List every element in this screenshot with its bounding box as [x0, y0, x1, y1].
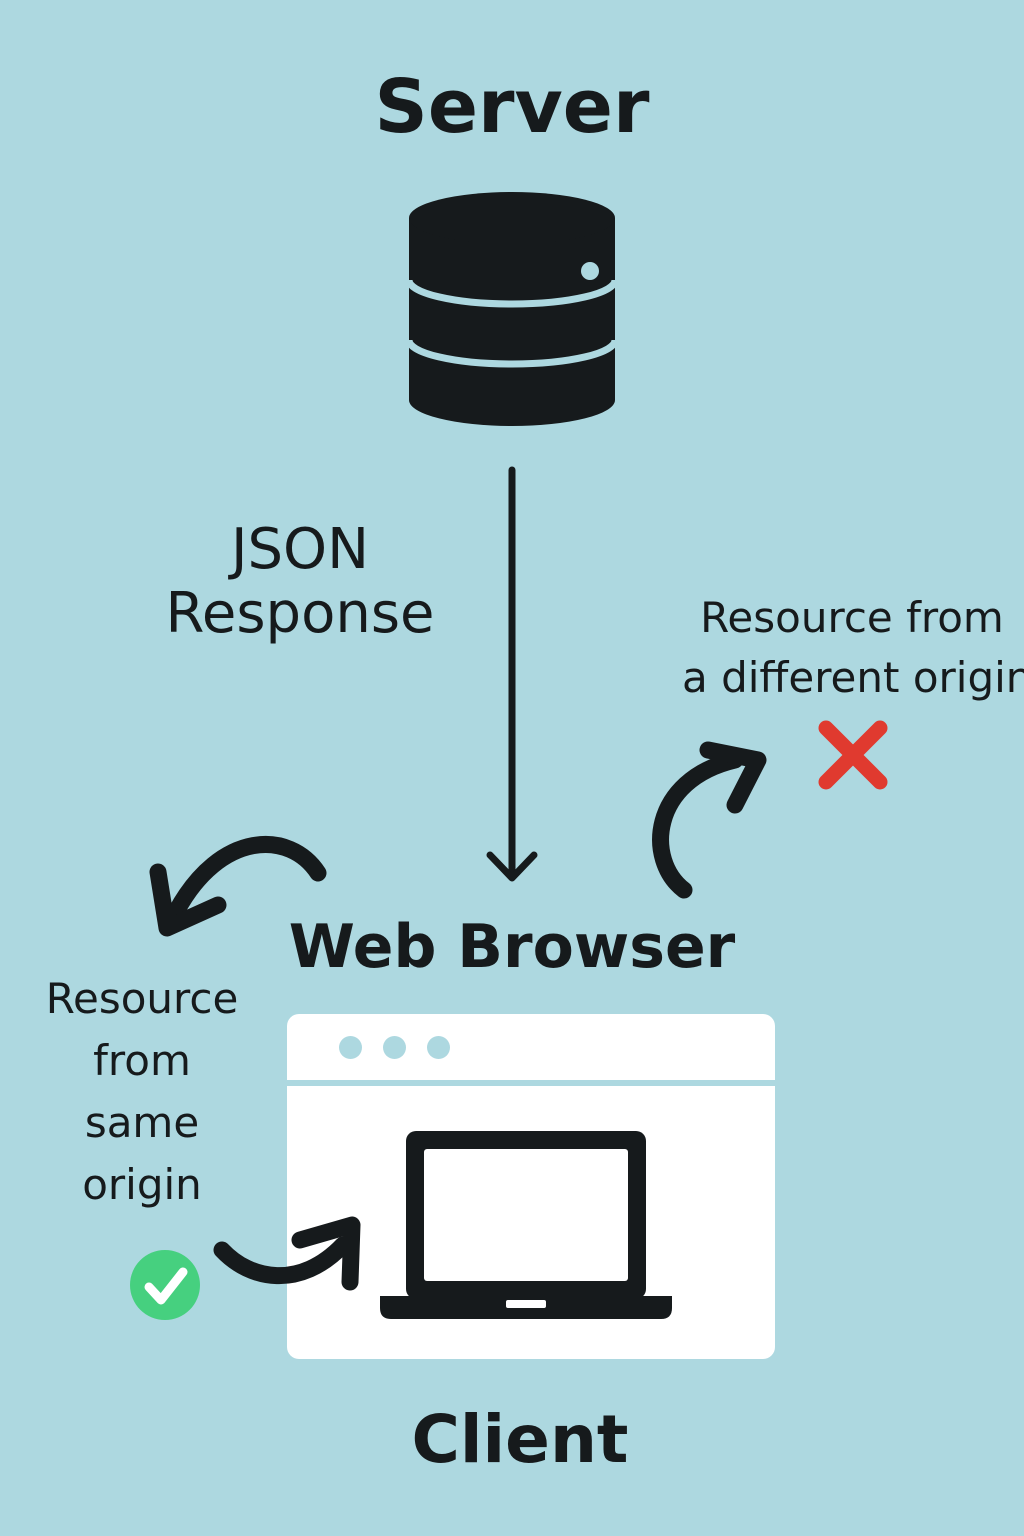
- server-title: Server: [374, 64, 650, 150]
- json-response-label: JSON Response: [150, 518, 450, 646]
- database-icon: [405, 192, 619, 426]
- response-arrow: [486, 466, 538, 882]
- json-response-line-1: JSON: [230, 517, 370, 582]
- browser-window: [287, 1014, 775, 1359]
- different-origin-label: Resource from a different origin: [682, 588, 1024, 708]
- laptop-icon: [380, 1131, 672, 1319]
- window-dot-3: [427, 1036, 450, 1059]
- different-origin-line-2: a different origin: [682, 653, 1024, 702]
- same-origin-arrow: [149, 836, 327, 937]
- different-origin-arrow: [652, 741, 767, 899]
- same-origin-line-4: origin: [82, 1160, 202, 1209]
- same-origin-line-2: from: [93, 1036, 191, 1085]
- different-origin-line-1: Resource from: [700, 593, 1004, 642]
- cross-icon: [818, 720, 888, 790]
- same-origin-line-3: same: [84, 1098, 200, 1147]
- json-response-line-2: Response: [165, 581, 435, 646]
- browser-toolbar: [287, 1014, 775, 1086]
- window-dot-1: [339, 1036, 362, 1059]
- same-origin-label: Resource from same origin: [22, 968, 262, 1216]
- browser-title: Web Browser: [288, 912, 736, 982]
- client-title: Client: [411, 1401, 629, 1478]
- same-origin-line-1: Resource: [45, 974, 239, 1023]
- check-icon: [130, 1250, 200, 1320]
- window-dot-2: [383, 1036, 406, 1059]
